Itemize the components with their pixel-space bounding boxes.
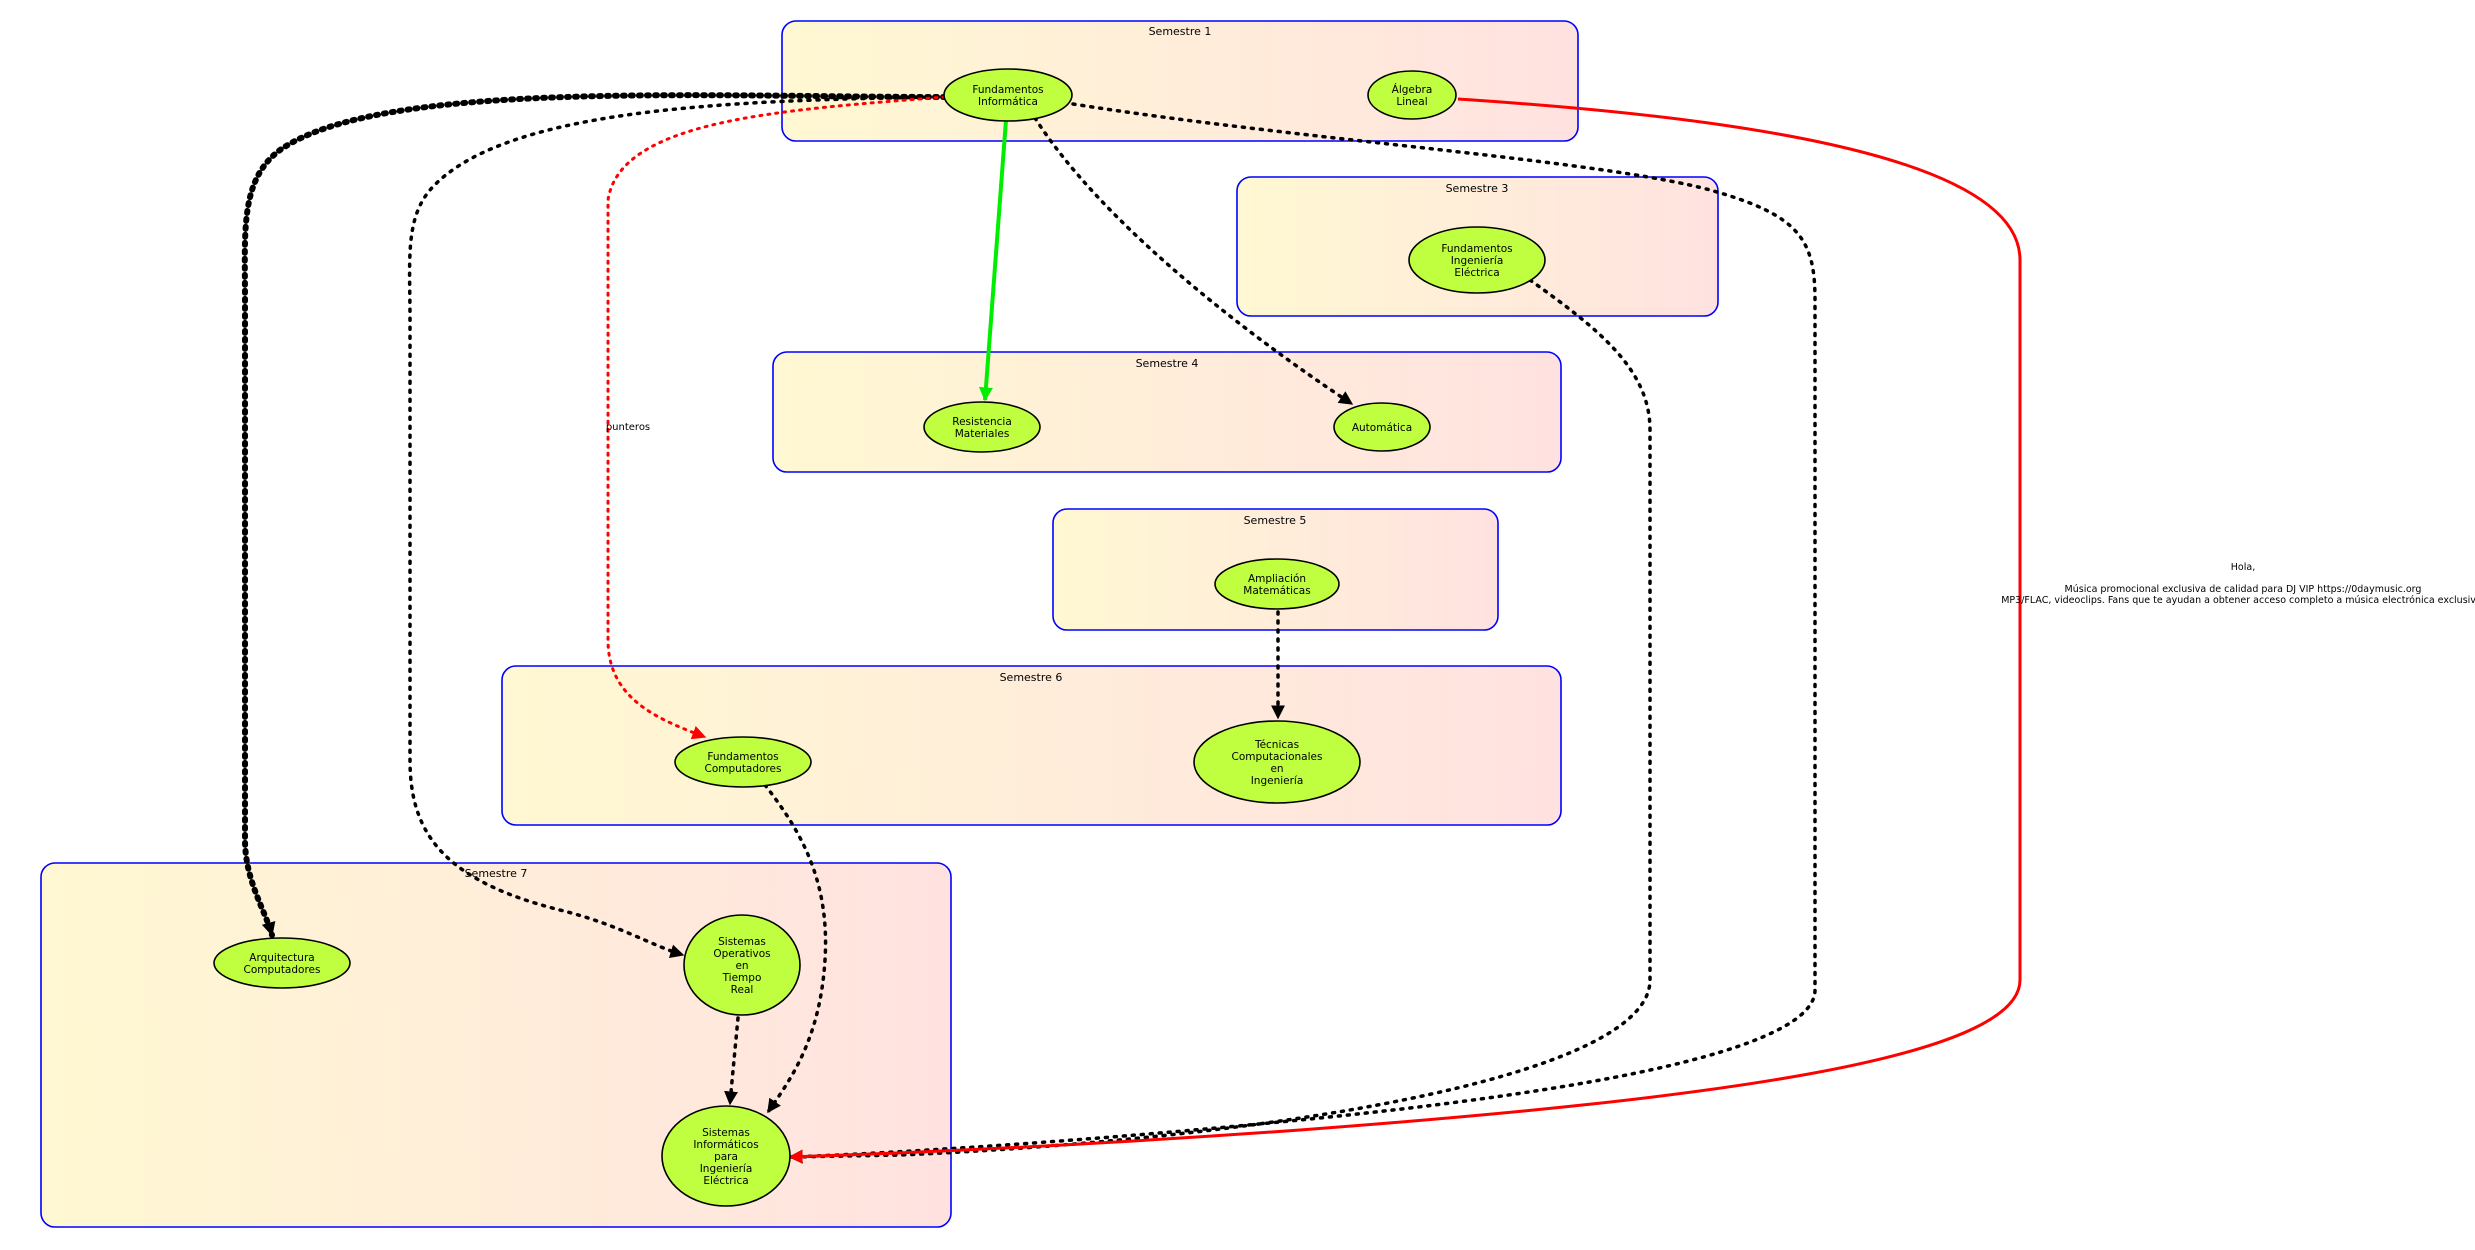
node-label-line: Automática bbox=[1352, 422, 1412, 434]
node-label-line: Informática bbox=[978, 96, 1038, 108]
cluster-semestre-1: Semestre 1 bbox=[781, 20, 1579, 142]
node-label-line: en bbox=[1270, 763, 1283, 775]
cluster-label: Semestre 4 bbox=[1136, 357, 1199, 370]
node-label-line: Fundamentos bbox=[972, 84, 1043, 96]
note-line: Música promocional exclusiva de calidad … bbox=[2065, 584, 2422, 595]
node-label-line: Lineal bbox=[1396, 96, 1427, 108]
node-label-line: Real bbox=[731, 984, 754, 996]
edge-algebra-sistinf bbox=[788, 97, 2022, 1164]
node-label-line: Sistemas bbox=[718, 936, 766, 948]
node-label-line: Operativos bbox=[713, 948, 770, 960]
edge-fundcomp-sistinf bbox=[763, 783, 828, 1114]
node-label-line: Computadores bbox=[244, 964, 321, 976]
node-label-line: Ampliación bbox=[1248, 573, 1306, 585]
node-label-line: Ingeniería bbox=[1251, 775, 1304, 787]
node-shape bbox=[1193, 720, 1361, 804]
node-label-line: Computacionales bbox=[1232, 751, 1323, 763]
cluster-semestre-7: Semestre 7 bbox=[40, 862, 952, 1228]
cluster-label: Semestre 5 bbox=[1244, 514, 1307, 527]
node-label-line: Ingeniería bbox=[700, 1163, 753, 1175]
node-label-line: Eléctrica bbox=[1454, 267, 1499, 279]
node-label-line: Computadores bbox=[705, 763, 782, 775]
node-shape bbox=[1214, 558, 1340, 610]
node-label-line: Fundamentos bbox=[707, 751, 778, 763]
edge-fundinf-arquitectura bbox=[241, 92, 948, 938]
node-shape bbox=[213, 937, 351, 989]
edge-fundinf-resistencia bbox=[978, 119, 1008, 402]
edge-fundinf-fundcomp bbox=[606, 95, 947, 740]
node-shape bbox=[923, 401, 1041, 453]
node-label-line: Tiempo bbox=[722, 972, 762, 984]
node-shape bbox=[1367, 70, 1457, 120]
node-sist-inf[interactable]: SistemasInformáticosparaIngenieríaEléctr… bbox=[661, 1105, 791, 1207]
edge-fundinf-sotr bbox=[407, 95, 947, 959]
node-label-line: Ingeniería bbox=[1451, 255, 1504, 267]
cluster-label: Semestre 7 bbox=[465, 867, 528, 880]
node-label-line: Resistencia bbox=[952, 416, 1012, 428]
node-label-line: Álgebra bbox=[1392, 83, 1433, 96]
note-line: MP3/FLAC, videoclips. Fans que te ayudan… bbox=[2001, 595, 2475, 606]
node-shape bbox=[943, 68, 1073, 122]
note-line: Hola, bbox=[2231, 562, 2255, 573]
node-label-line: Arquitectura bbox=[249, 952, 314, 964]
note-text: Hola, Música promocional exclusiva de cal… bbox=[2001, 562, 2475, 606]
node-shape bbox=[674, 736, 812, 788]
node-label-line: Técnicas bbox=[1254, 739, 1299, 751]
node-label-line: Matemáticas bbox=[1243, 585, 1310, 597]
node-label-line: Eléctrica bbox=[703, 1175, 748, 1187]
edge-fundinf-automatica bbox=[1033, 116, 1354, 406]
nodes-layer: FundamentosInformáticaÁlgebraLinealFunda… bbox=[213, 68, 1546, 1207]
node-label-line: Informáticos bbox=[693, 1139, 758, 1151]
node-shape bbox=[661, 1105, 791, 1207]
node-shape bbox=[1333, 402, 1431, 452]
node-shape bbox=[1408, 226, 1546, 294]
edge-funding-sistinf bbox=[788, 278, 1652, 1164]
node-label-line: en bbox=[735, 960, 748, 972]
cluster-semestre-6: Semestre 6 bbox=[501, 665, 1562, 826]
node-automatica[interactable]: Automática bbox=[1333, 402, 1431, 452]
cluster-label: Semestre 6 bbox=[1000, 671, 1063, 684]
node-label-line: para bbox=[714, 1151, 738, 1163]
cluster-label: Semestre 1 bbox=[1149, 25, 1212, 38]
cluster-semestre-4: Semestre 4 bbox=[772, 351, 1562, 473]
cluster-label: Semestre 3 bbox=[1446, 182, 1509, 195]
node-label-line: Fundamentos bbox=[1441, 243, 1512, 255]
edge-fundinf-sistinf bbox=[788, 102, 1817, 1164]
node-label-line: Materiales bbox=[955, 428, 1010, 440]
edge-label-punteros: punteros bbox=[606, 422, 650, 433]
node-shape bbox=[683, 914, 801, 1016]
edge-sotr-sistinf bbox=[724, 1016, 740, 1106]
node-label-line: Sistemas bbox=[702, 1127, 750, 1139]
